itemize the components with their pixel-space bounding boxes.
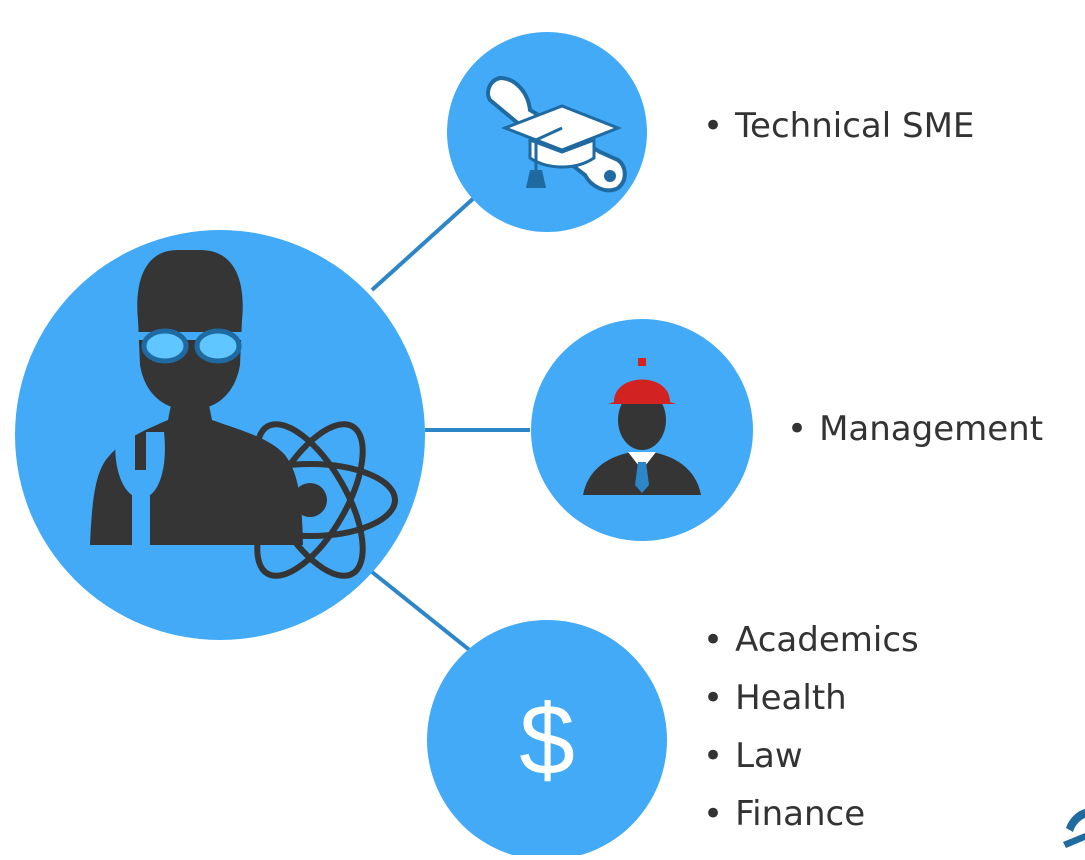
list-item: Health	[703, 669, 919, 727]
list-item: Academics	[703, 611, 919, 669]
list-item: Technical SME	[703, 97, 974, 155]
goggles-icon	[130, 328, 248, 364]
engineer-icon	[90, 250, 398, 579]
other-fields-list: Academics Health Law Finance	[703, 611, 919, 843]
management-node	[531, 319, 753, 541]
technical-list: Technical SME	[703, 97, 974, 155]
main-node	[15, 230, 425, 640]
atom-icon	[222, 421, 398, 579]
technical-node	[447, 32, 647, 232]
management-list: Management	[787, 400, 1043, 458]
wrench-graduation-cap-icon	[486, 75, 627, 193]
connector-finance	[370, 570, 474, 654]
dollar-sign-icon: $	[519, 683, 575, 796]
finance-node	[427, 620, 667, 855]
list-item: Law	[703, 727, 919, 785]
hardhat-worker-icon	[583, 358, 701, 495]
connector-technical	[370, 195, 477, 292]
logo-fragment-icon	[1063, 809, 1085, 848]
list-item: Management	[787, 400, 1043, 458]
list-item: Finance	[703, 785, 919, 843]
wrench-icon	[115, 432, 165, 545]
